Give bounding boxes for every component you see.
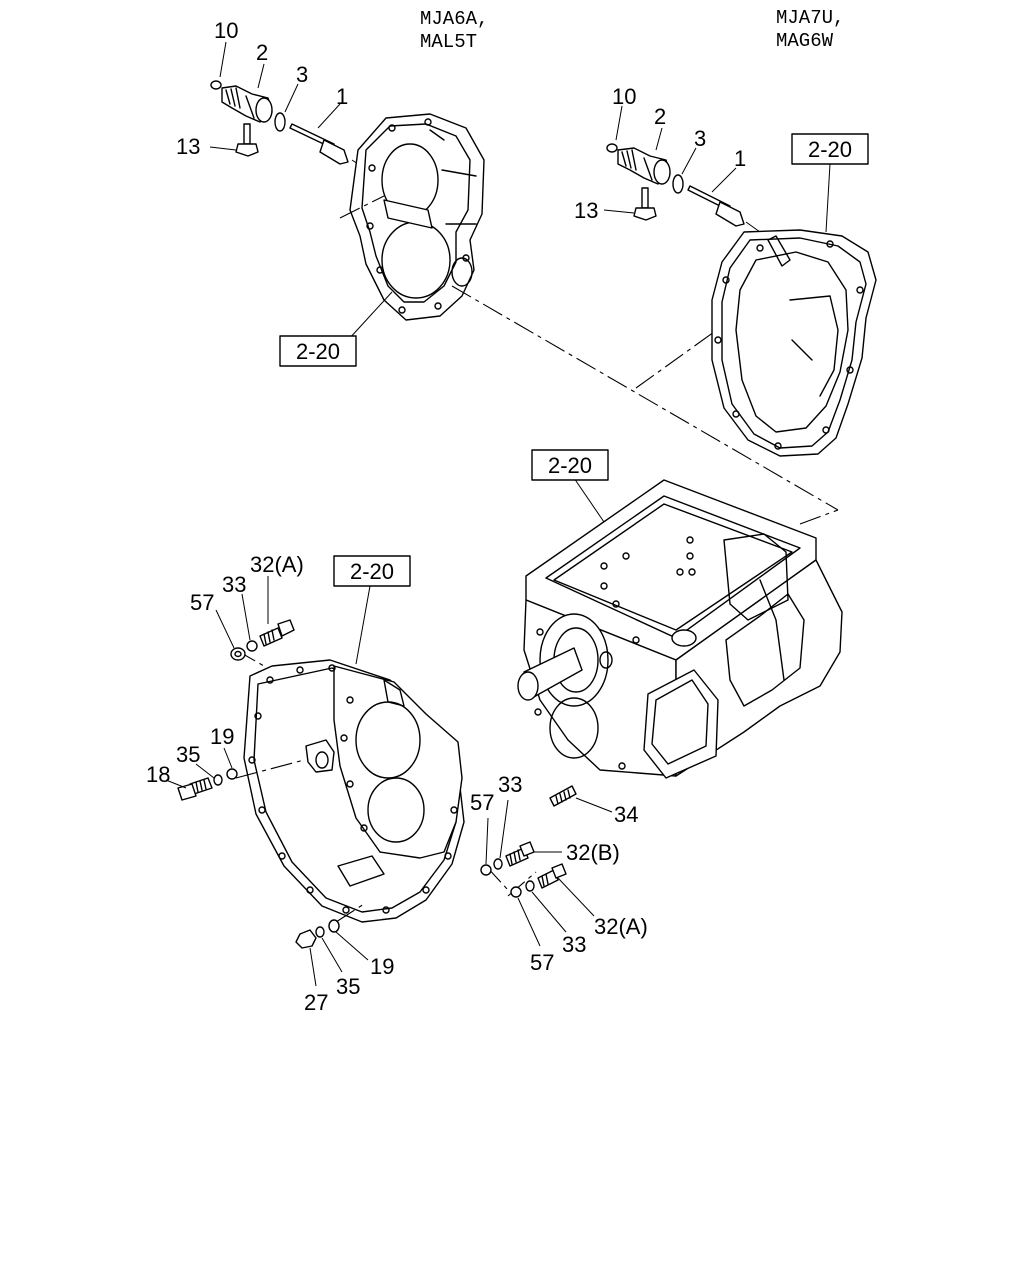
part-10-cap — [210, 80, 222, 90]
callout-flywheel-35-bottom: 35 — [336, 974, 360, 999]
fasteners-flywheel-bottom — [295, 919, 340, 949]
part-35-washer — [213, 774, 223, 786]
part-13-bolt — [235, 123, 259, 157]
callout-flywheel-19: 19 — [210, 724, 234, 749]
callout-left-10: 10 — [214, 18, 238, 43]
svg-text:2-20: 2-20 — [548, 453, 592, 478]
part-33-washer-case — [493, 858, 503, 870]
callout-right-13: 13 — [574, 198, 598, 223]
callout-case-33-lower: 33 — [562, 932, 586, 957]
part-1-shaft-right — [687, 185, 745, 227]
part-3-oring — [274, 112, 286, 132]
part-32a-bolt — [259, 619, 295, 647]
fasteners-flywheel-top — [230, 619, 295, 661]
callout-case-33: 33 — [498, 772, 522, 797]
ref-box-flywheel: 2-20 — [333, 555, 411, 587]
part-57-washer-case — [480, 864, 492, 876]
ref-box-right: 2-20 — [791, 133, 869, 165]
callout-case-32a-lower: 32(A) — [594, 914, 648, 939]
left-sensor-group — [209, 41, 365, 169]
callout-case-57-lower: 57 — [530, 950, 554, 975]
part-18-bolt — [177, 777, 213, 801]
callout-left-1: 1 — [336, 84, 348, 109]
callout-left-2: 2 — [256, 40, 268, 65]
centerline-upper — [451, 285, 839, 511]
flywheel-housing — [243, 659, 465, 923]
callout-left-3: 3 — [296, 62, 308, 87]
model-label-right-line2: MAG6W — [776, 30, 834, 52]
callout-right-3: 3 — [694, 126, 706, 151]
transmission-case — [517, 479, 843, 779]
part-27-nut — [295, 929, 317, 949]
part-1-shaft — [289, 123, 349, 165]
part-34-stud — [549, 785, 577, 807]
callout-flywheel-32a: 32(A) — [250, 552, 304, 577]
callout-flywheel-27: 27 — [304, 990, 328, 1015]
part-2-sensor — [221, 85, 273, 123]
callout-flywheel-18: 18 — [146, 762, 170, 787]
centerline-right — [635, 331, 715, 389]
callout-right-1: 1 — [734, 146, 746, 171]
callout-right-2: 2 — [654, 104, 666, 129]
callout-flywheel-35: 35 — [176, 742, 200, 767]
part-13-bolt-right — [633, 187, 657, 221]
fasteners-case-bottom — [480, 785, 577, 898]
svg-text:2-20: 2-20 — [296, 339, 340, 364]
callout-flywheel-57: 57 — [190, 590, 214, 615]
callout-flywheel-19-bottom: 19 — [370, 954, 394, 979]
part-32a-bolt-case — [537, 863, 567, 889]
callout-right-10: 10 — [612, 84, 636, 109]
callout-case-32b: 32(B) — [566, 840, 620, 865]
callout-flywheel-33: 33 — [222, 572, 246, 597]
part-33-washer — [246, 640, 258, 652]
callout-case-34: 34 — [614, 802, 638, 827]
part-10-cap-right — [606, 143, 618, 153]
svg-text:2-20: 2-20 — [350, 559, 394, 584]
ref-box-left: 2-20 — [279, 335, 357, 367]
part-3-oring-right — [672, 174, 684, 194]
part-19-washer — [226, 768, 238, 780]
part-2-sensor-right — [617, 147, 671, 185]
part-57-washer — [230, 647, 246, 661]
part-19-washer-bottom — [328, 919, 340, 933]
part-35-washer-bottom — [315, 926, 325, 938]
right-sensor-group — [603, 105, 761, 233]
fasteners-flywheel-left — [177, 768, 238, 801]
part-57-washer-case-lower — [510, 886, 522, 898]
part-32b-bolt — [505, 841, 535, 867]
svg-text:2-20: 2-20 — [808, 137, 852, 162]
callout-left-13: 13 — [176, 134, 200, 159]
callout-case-57: 57 — [470, 790, 494, 815]
model-label-left-line1: MJA6A, — [420, 8, 488, 30]
right-bell-housing — [711, 229, 877, 457]
model-label-right-line1: MJA7U, — [776, 7, 844, 29]
left-adapter-housing — [339, 113, 485, 321]
ref-box-center: 2-20 — [531, 449, 609, 481]
model-label-left-line2: MAL5T — [420, 31, 477, 53]
part-33-washer-case-lower — [525, 880, 535, 892]
